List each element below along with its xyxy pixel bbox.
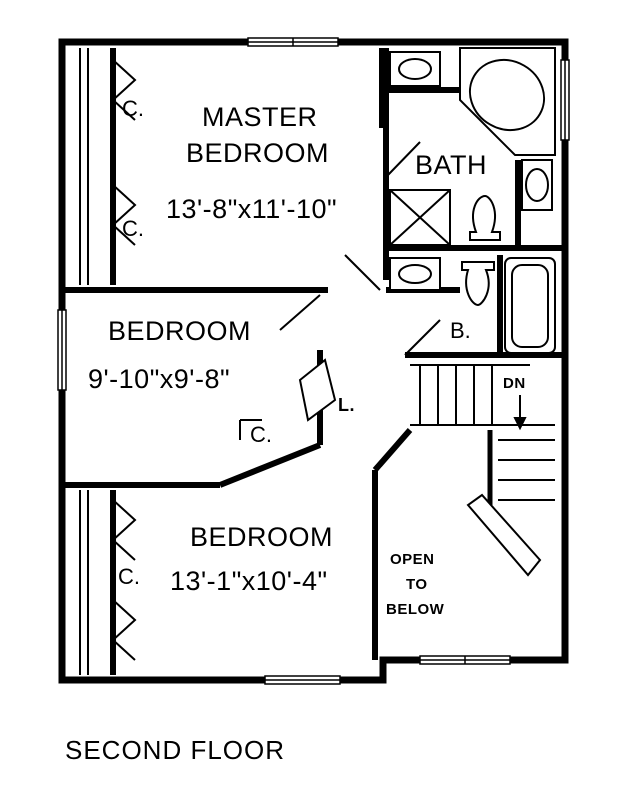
bedroom-2-title: BEDROOM [108, 316, 252, 346]
windows [57, 37, 570, 685]
floor-caption: SECOND FLOOR [65, 735, 286, 765]
bath-fixtures [389, 47, 556, 354]
door-swings [239, 141, 441, 440]
stairs [298, 358, 555, 577]
bedroom-2-dimensions: 9'-10"x9'-8" [88, 364, 231, 394]
master-bedroom-title-line1: MASTER [202, 102, 318, 132]
b-label: B. [450, 318, 471, 343]
closet-fronts [79, 48, 137, 675]
closet-label-master-lower: C. [122, 216, 144, 241]
open-to-below-line1: OPEN [390, 551, 435, 568]
linen-label: L. [338, 395, 355, 415]
exterior-walls [58, 38, 569, 684]
closet-label-master-upper: C. [122, 96, 144, 121]
open-to-below-line3: BELOW [386, 601, 445, 618]
bedroom-3-dimensions: 13'-1"x10'-4" [170, 566, 328, 596]
bedroom-3-title: BEDROOM [190, 522, 334, 552]
master-bedroom-dimensions: 13'-8"x11'-10" [166, 194, 338, 224]
bath-label: BATH [415, 150, 488, 180]
stairs-down-label: DN [503, 375, 526, 392]
open-to-below-line2: TO [406, 576, 428, 593]
master-bedroom-title-line2: BEDROOM [186, 138, 330, 168]
closet-label-bedroom-3: C. [118, 564, 140, 589]
closet-label-bedroom-2: C. [250, 422, 272, 447]
